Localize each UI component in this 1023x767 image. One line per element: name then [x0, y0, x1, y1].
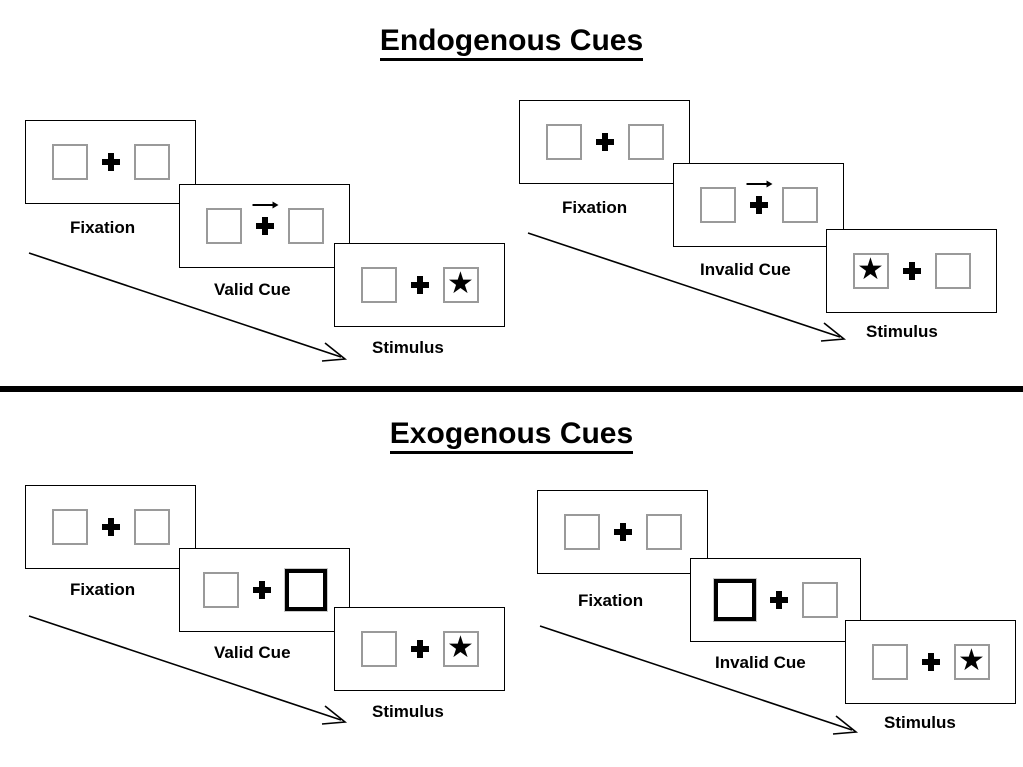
- fixation-cross-icon: [252, 581, 271, 599]
- star-icon: ★: [958, 644, 985, 677]
- caption-endogenous-valid-stimulus: Stimulus: [372, 338, 444, 357]
- fixation-cross-icon: [252, 201, 279, 235]
- right-box-cue-highlight: [283, 568, 328, 612]
- right-box: [627, 124, 664, 160]
- fixation-cross-icon: [595, 133, 614, 151]
- panel-endogenous-valid-cue: [179, 184, 350, 268]
- panel-content: ★: [360, 267, 479, 303]
- panel-endogenous-invalid-cue: [673, 163, 844, 247]
- left-box: [545, 124, 582, 160]
- left-box: [563, 514, 600, 550]
- left-box: [360, 631, 397, 667]
- panel-exogenous-valid-fixation: [25, 485, 196, 569]
- left-box: [699, 187, 736, 223]
- caption-exogenous-invalid-cue: Invalid Cue: [715, 653, 806, 672]
- panel-endogenous-valid-stimulus: ★: [334, 243, 505, 327]
- caption-exogenous-invalid-fixation: Fixation: [578, 591, 644, 610]
- right-box: [287, 208, 324, 244]
- caption-exogenous-valid-fixation: Fixation: [70, 580, 136, 599]
- panel-endogenous-valid-fixation: [25, 120, 196, 204]
- panel-content: [51, 144, 170, 180]
- right-box: [133, 144, 170, 180]
- right-box: [133, 509, 170, 545]
- left-box: [202, 572, 239, 608]
- fixation-cross-icon: [101, 518, 120, 536]
- arrow-right-icon: [746, 180, 773, 188]
- right-box: [781, 187, 818, 223]
- fixation-cross-icon: [101, 153, 120, 171]
- star-icon: ★: [447, 267, 474, 300]
- right-box: ★: [442, 631, 479, 667]
- fixation-cross-icon: [613, 523, 632, 541]
- caption-endogenous-invalid-fixation: Fixation: [562, 198, 628, 217]
- left-box: [205, 208, 242, 244]
- panel-exogenous-valid-stimulus: ★: [334, 607, 505, 691]
- left-box: ★: [852, 253, 889, 289]
- fixation-cross-icon: [410, 276, 429, 294]
- left-box: [871, 644, 908, 680]
- left-box: [360, 267, 397, 303]
- right-box: ★: [442, 267, 479, 303]
- fixation-cross-icon: [769, 591, 788, 609]
- panel-content: [51, 509, 170, 545]
- left-box: [51, 144, 88, 180]
- panel-content: ★: [360, 631, 479, 667]
- right-box: ★: [953, 644, 990, 680]
- left-box: [51, 509, 88, 545]
- caption-endogenous-valid-fixation: Fixation: [70, 218, 136, 237]
- panel-content: [202, 568, 328, 612]
- section-title-exogenous: Exogenous Cues: [0, 417, 1023, 454]
- panel-exogenous-valid-cue: [179, 548, 350, 632]
- fixation-cross-icon: [921, 653, 940, 671]
- panel-content: ★: [871, 644, 990, 680]
- caption-exogenous-valid-stimulus: Stimulus: [372, 702, 444, 721]
- panel-content: [712, 578, 838, 622]
- panel-content: [205, 201, 324, 244]
- panel-content: [563, 514, 682, 550]
- fixation-cross-icon: [410, 640, 429, 658]
- section-title-endogenous-text: Endogenous Cues: [379, 24, 644, 61]
- panel-endogenous-invalid-fixation: [519, 100, 690, 184]
- section-title-exogenous-text: Exogenous Cues: [389, 417, 634, 454]
- right-box: [934, 253, 971, 289]
- caption-endogenous-invalid-stimulus: Stimulus: [866, 322, 938, 341]
- panel-content: [699, 180, 818, 223]
- caption-endogenous-valid-cue: Valid Cue: [214, 280, 291, 299]
- arrow-right-icon: [252, 201, 279, 209]
- fixation-cross-icon: [746, 180, 773, 214]
- star-icon: ★: [857, 253, 884, 286]
- panel-content: ★: [852, 253, 971, 289]
- left-box-cue-highlight: [712, 578, 757, 622]
- right-box: [801, 582, 838, 618]
- fixation-cross-icon: [902, 262, 921, 280]
- section-title-endogenous: Endogenous Cues: [0, 24, 1023, 61]
- right-box: [645, 514, 682, 550]
- star-icon: ★: [447, 631, 474, 664]
- section-divider: [0, 386, 1023, 392]
- caption-exogenous-invalid-stimulus: Stimulus: [884, 713, 956, 732]
- caption-endogenous-invalid-cue: Invalid Cue: [700, 260, 791, 279]
- panel-exogenous-invalid-stimulus: ★: [845, 620, 1016, 704]
- panel-content: [545, 124, 664, 160]
- panel-endogenous-invalid-stimulus: ★: [826, 229, 997, 313]
- panel-exogenous-invalid-fixation: [537, 490, 708, 574]
- caption-exogenous-valid-cue: Valid Cue: [214, 643, 291, 662]
- panel-exogenous-invalid-cue: [690, 558, 861, 642]
